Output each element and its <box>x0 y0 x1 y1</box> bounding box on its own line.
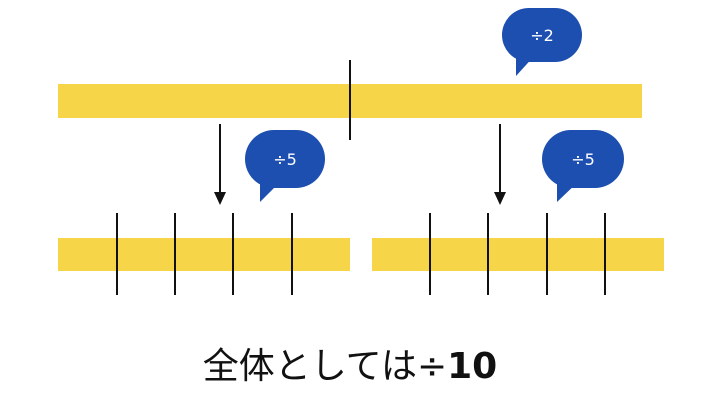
caption-prefix: 全体としては÷ <box>203 346 447 387</box>
bottom-bar-right <box>372 238 664 271</box>
bubble-divide-5-right: ÷5 <box>542 130 624 202</box>
arrow-left <box>214 124 226 205</box>
bottom-bar-left <box>58 238 350 271</box>
bubble-divide-2: ÷2 <box>502 8 582 76</box>
caption: 全体としては÷10 <box>203 346 497 387</box>
speech-bubble-icon <box>245 130 325 188</box>
bubble-divide-5-left: ÷5 <box>245 130 325 202</box>
arrow-head-icon <box>494 192 506 205</box>
bubble-tail <box>557 172 580 202</box>
bubble-tail <box>516 46 536 76</box>
bubble-label: ÷5 <box>571 150 595 169</box>
speech-bubble-icon <box>542 130 624 188</box>
arrow-right <box>494 124 506 205</box>
caption-number: 10 <box>447 346 497 387</box>
bottom-bar-right-dividers <box>429 213 606 295</box>
bubble-label: ÷2 <box>530 26 554 45</box>
bottom-bar-left-dividers <box>116 213 293 295</box>
arrow-head-icon <box>214 192 226 205</box>
bubble-label: ÷5 <box>273 150 297 169</box>
bubble-tail <box>260 172 282 202</box>
